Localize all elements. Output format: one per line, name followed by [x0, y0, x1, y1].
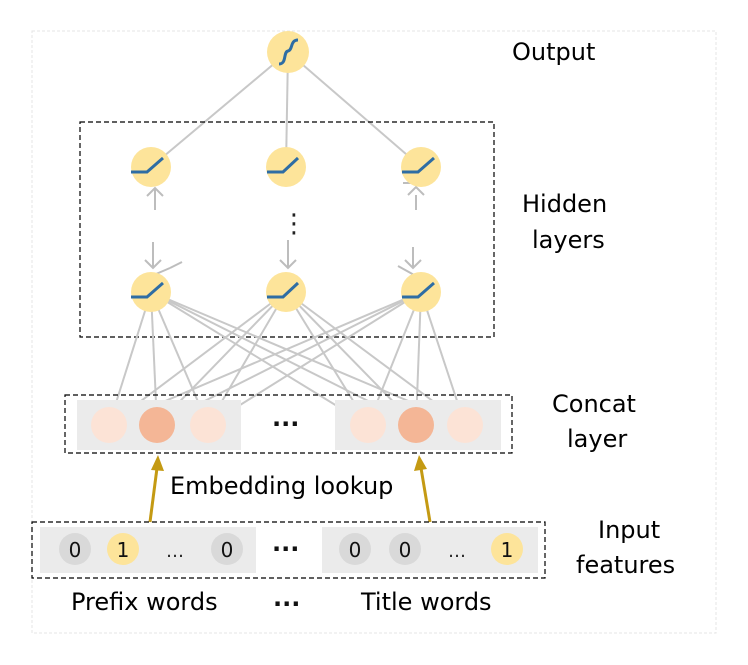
hidden-layers-label-line1: Hidden: [522, 190, 608, 218]
hidden-node: [266, 272, 306, 312]
hidden-node: [401, 272, 441, 312]
svg-text:0: 0: [349, 538, 362, 562]
hidden-layers-box: [79, 121, 495, 338]
svg-text:0: 0: [399, 538, 412, 562]
figure-border: [31, 30, 717, 634]
hidden-node: [401, 147, 441, 187]
input-features-label-line1: Input: [598, 516, 661, 544]
input-badge: 1: [491, 533, 523, 565]
relu-icon: [131, 156, 164, 174]
hidden-vdots: ⋮: [281, 209, 307, 239]
prefix-words-label: Prefix words: [71, 588, 218, 616]
svg-text:1: 1: [501, 538, 514, 562]
embedding-lookup-label: Embedding lookup: [170, 472, 394, 500]
relu-icon: [402, 281, 435, 299]
concat-layer-label-line1: Concat: [552, 390, 636, 418]
input-badge: 0: [389, 533, 421, 565]
input-ellipsis: …: [448, 541, 466, 562]
relu-icon: [131, 281, 164, 299]
input-features-box: [31, 521, 546, 579]
hidden-arrows: [134, 182, 425, 284]
input-badge: 0: [59, 533, 91, 565]
svg-text:1: 1: [117, 538, 130, 562]
embedding-arrows: [148, 455, 432, 523]
svg-text:0: 0: [221, 538, 234, 562]
embedding-node: [190, 407, 226, 443]
embedding-node: [447, 407, 483, 443]
concat-layer-box: [64, 394, 513, 454]
input-features-label-line2: features: [576, 551, 676, 579]
relu-icon: [402, 156, 435, 174]
hidden-node: [131, 272, 171, 312]
embedding-node: [91, 407, 127, 443]
relu-icon: [267, 281, 300, 299]
input-badge: 0: [211, 533, 243, 565]
svg-text:0: 0: [69, 538, 82, 562]
input-ellipsis: …: [166, 541, 184, 562]
input-badge: 1: [107, 533, 139, 565]
output-node: [267, 31, 309, 73]
output-label: Output: [512, 38, 596, 66]
hidden-layers-label-line2: layers: [532, 226, 605, 254]
sigmoid-icon: [278, 38, 299, 66]
relu-icon: [267, 156, 300, 174]
bottom-ellipsis: ···: [273, 590, 300, 618]
embedding-node: [139, 407, 175, 443]
input-features-ellipsis: ···: [272, 535, 299, 563]
concat-ellipsis: ···: [272, 410, 299, 438]
concat-layer-label-line2: layer: [567, 425, 628, 453]
embedding-node: [398, 407, 434, 443]
title-words-label: Title words: [361, 588, 492, 616]
hidden-node: [266, 147, 306, 187]
hidden-node: [131, 147, 171, 187]
embedding-node: [350, 407, 386, 443]
input-badge: 0: [339, 533, 371, 565]
